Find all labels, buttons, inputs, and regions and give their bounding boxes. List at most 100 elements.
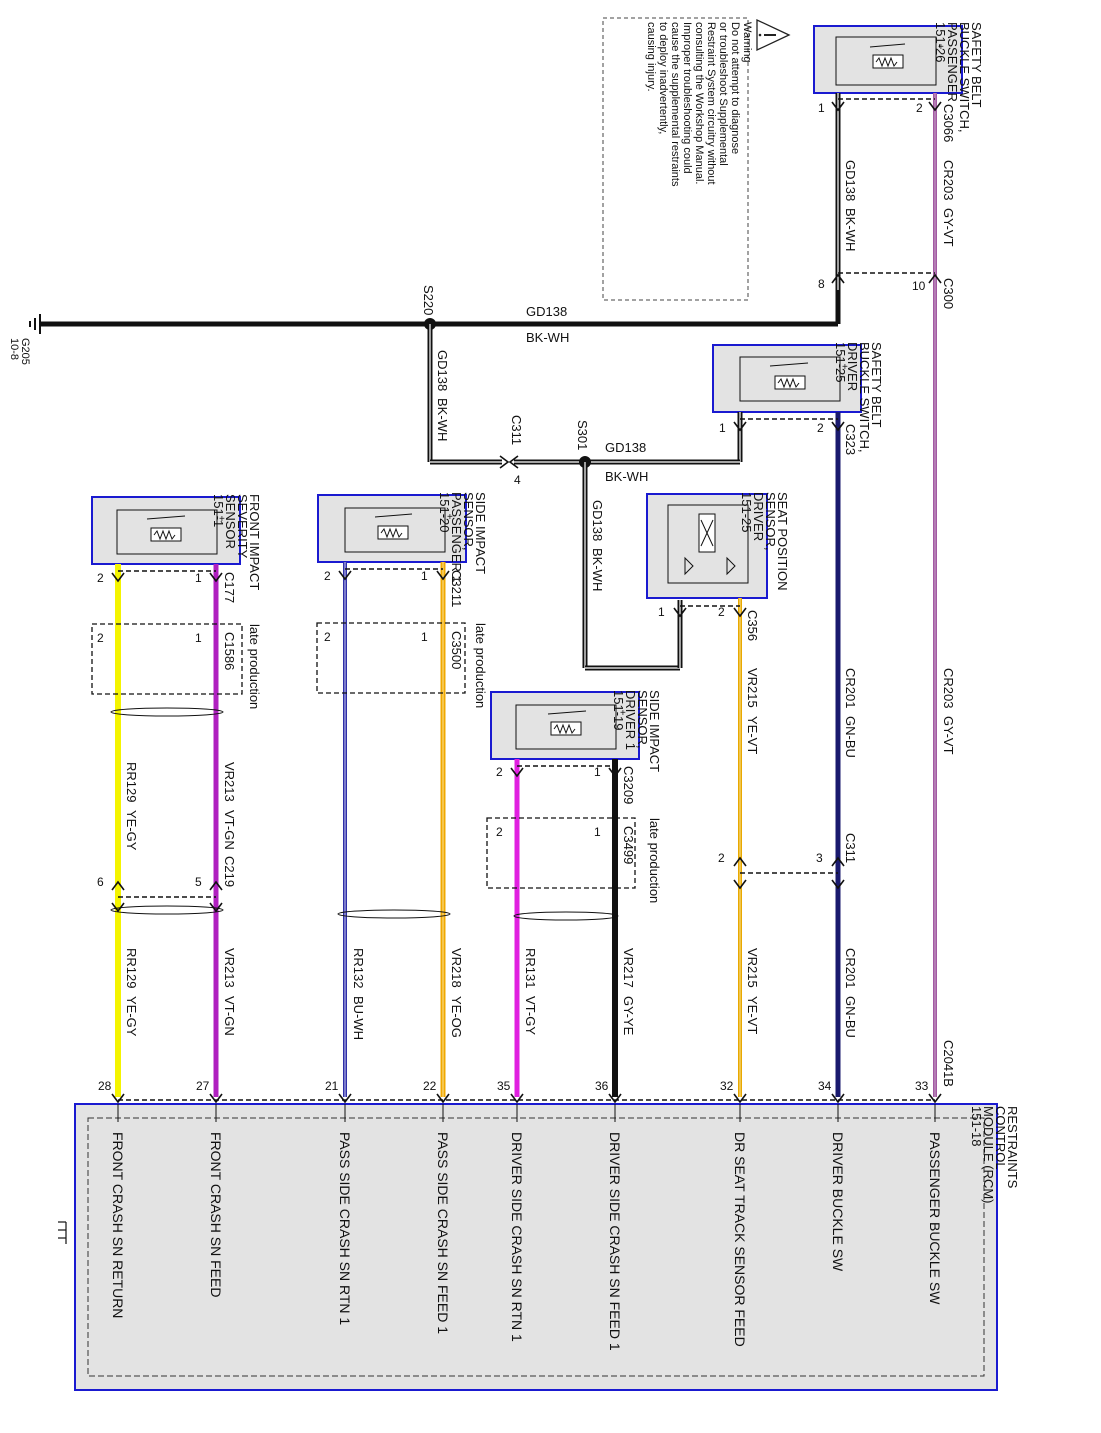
wire-rr129-circuit: RR129	[124, 762, 139, 802]
connector-c3066: C3066	[941, 104, 956, 142]
wire-cr203-circuit: CR203	[941, 160, 956, 200]
rcm-line-1: CONTROL	[993, 1106, 1008, 1170]
pin-label: 5	[195, 875, 202, 889]
rcm-line-0: RESTRAINTS	[1005, 1106, 1020, 1189]
connector-c177: C177	[222, 572, 237, 603]
warning-line-5: Improper troubleshooting could	[681, 22, 693, 174]
pass-buckle-line-3: 151-26	[933, 22, 948, 62]
component-side-pass: + SIDE IMPACT SENSOR, PASSENGER 1 151-20	[317, 492, 488, 583]
pin-label: 1	[421, 569, 428, 583]
wire-gd138-circuit: GD138	[843, 160, 858, 201]
ground-symbol-icon	[29, 314, 41, 334]
pin-label: 2	[97, 571, 104, 585]
connector-c300: C300	[941, 278, 956, 309]
pin-label: 2	[496, 765, 503, 779]
side-pass-line-2: PASSENGER 1	[449, 492, 464, 583]
wire-rr131-color: VT-GY	[523, 996, 538, 1035]
connector-c2041b: C2041B	[941, 1040, 956, 1087]
front-impact-line-2: SENSOR	[223, 494, 238, 549]
rcm-pin-number: 22	[423, 1079, 437, 1093]
side-drv-line-2: DRIVER 1	[623, 690, 638, 750]
connector-c3500: C3500	[449, 631, 464, 669]
connector-c219: C219	[222, 856, 237, 887]
pass-buckle-line-1: BUCKLE SWITCH,	[957, 22, 972, 133]
pin-label: 1	[719, 421, 726, 435]
wire-gd138-s220-circuit: GD138	[435, 350, 450, 391]
wire-gd138-s301-color: BK-WH	[605, 469, 648, 484]
wire-cr203b-circuit: CR203	[941, 668, 956, 708]
rcm-pin-label: FRONT CRASH SN FEED	[208, 1132, 224, 1297]
wire-cr201-circuit: CR201	[843, 668, 858, 708]
rcm-pin-number: 33	[915, 1079, 929, 1093]
wire-cr201b-circuit: CR201	[843, 948, 858, 988]
rcm-pin-label: PASS SIDE CRASH SN RTN 1	[337, 1132, 353, 1325]
rcm-pin-21: 21 PASS SIDE CRASH SN RTN 1	[325, 1079, 353, 1325]
rcm-pin-number: 27	[196, 1079, 210, 1093]
rcm-pin-number: 34	[818, 1079, 832, 1093]
pin-label: 2	[97, 631, 104, 645]
pin-label: 1	[594, 765, 601, 779]
pin-label: 2	[916, 101, 923, 115]
pin-label: 4	[514, 473, 521, 487]
side-pass-line-1: SENSOR,	[461, 492, 476, 551]
component-side-drv: + SIDE IMPACT SENSOR, DRIVER 1 151-19	[490, 690, 662, 772]
pin-label: 1	[195, 631, 202, 645]
pin-label: 1	[658, 605, 665, 619]
warning-line-3: Restraint System circuitry without	[705, 22, 717, 185]
warning-box: Warning Do not attempt to diagnose or tr…	[602, 17, 791, 301]
rcm-pin-36: 36 DRIVER SIDE CRASH SN FEED 1	[595, 1079, 623, 1351]
component-pass-buckle: + SAFETY BELT BUCKLE SWITCH, PASSENGER 1…	[813, 22, 984, 133]
pin-label: 1	[818, 101, 825, 115]
pin-label: 10	[912, 279, 926, 293]
wire-vr215b-circuit: VR215	[745, 948, 760, 988]
wire-vr218-circuit: VR218	[449, 948, 464, 988]
wire-rr129b-circuit: RR129	[124, 948, 139, 988]
wire-rr132-circuit: RR132	[351, 948, 366, 988]
wire-vr213-color: VT-GN	[222, 810, 237, 850]
component-seat-pos: SEAT POSITION SENSOR, DRIVER 151-25	[646, 492, 790, 599]
front-impact-line-3: 151-1	[211, 494, 226, 527]
component-front-impact: + FRONT IMPACT SEVERITY SENSOR 151-1	[91, 494, 262, 590]
rcm-pin-label: DRIVER BUCKLE SW	[830, 1132, 846, 1272]
rcm-pin-number: 32	[720, 1079, 734, 1093]
rcm-pin-27: 27 FRONT CRASH SN FEED	[196, 1079, 224, 1297]
wire-vr213b-color: VT-GN	[222, 996, 237, 1036]
rcm-line-2: MODULE (RCM)	[981, 1106, 996, 1204]
connector-c311-top: C311	[509, 415, 524, 445]
rcm-pin-label: DRIVER SIDE CRASH SN RTN 1	[509, 1132, 525, 1342]
trunk-circuit: GD138	[526, 304, 567, 319]
warning-line-7: to deploy inadvertently,	[657, 22, 669, 134]
wire-gd138-color: BK-WH	[843, 208, 858, 251]
warning-triangle-icon	[756, 18, 791, 52]
wire-cr201b-color: GN-BU	[843, 996, 858, 1038]
front-impact-line-1: SEVERITY	[235, 494, 250, 559]
rcm-pin-22: 22 PASS SIDE CRASH SN FEED 1	[423, 1079, 451, 1334]
wire-vr213-circuit: VR213	[222, 762, 237, 802]
rcm-pin-33: 33 PASSENGER BUCKLE SW	[915, 1079, 943, 1305]
wire-rr129-color: YE-GY	[124, 810, 139, 851]
connector-c3499: C3499	[621, 826, 636, 864]
wire-gd138-seat-circuit: GD138	[590, 500, 605, 541]
wire-gd138-s220-color: BK-WH	[435, 398, 450, 441]
wire-vr217-color: GY-YE	[621, 996, 636, 1036]
svg-text:+: +	[447, 512, 453, 523]
ground-label: G205	[19, 338, 31, 365]
wire-gd138-s301-circuit: GD138	[605, 440, 646, 455]
wire-vr217-circuit: VR217	[621, 948, 636, 988]
pin-label: 2	[496, 825, 503, 839]
svg-text:+: +	[219, 514, 225, 525]
svg-text:+: +	[842, 362, 848, 373]
svg-text:+: +	[938, 42, 944, 53]
seat-pos-line-1: SENSOR,	[763, 492, 778, 551]
wire-rr129b-color: YE-GY	[124, 996, 139, 1037]
warning-line-6: cause the supplemental restraints	[669, 22, 681, 187]
seat-pos-line-3: 151-25	[739, 492, 754, 532]
warning-line-1: Do not attempt to diagnose	[729, 22, 741, 154]
pin-label: 2	[817, 421, 824, 435]
pin-label: 1	[594, 825, 601, 839]
side-drv-line-0: SIDE IMPACT	[647, 690, 662, 772]
rcm-pin-number: 35	[497, 1079, 511, 1093]
pin-label: 8	[818, 277, 825, 291]
wire-cr203-color: GY-VT	[941, 208, 956, 247]
